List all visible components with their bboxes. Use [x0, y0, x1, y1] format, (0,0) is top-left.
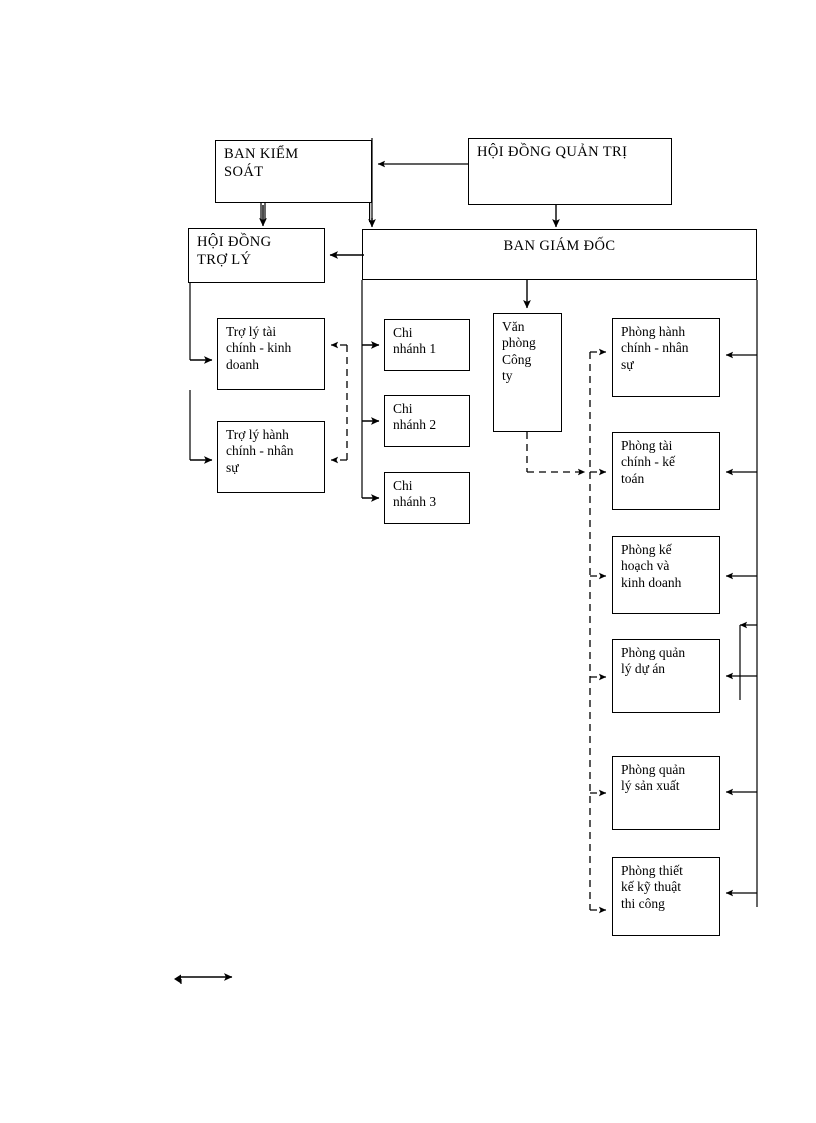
node-phong-quan-ly-san-xuat[interactable]: Phòng quản lý sản xuất: [612, 756, 720, 830]
node-chi-nhanh-2[interactable]: Chi nhánh 2: [384, 395, 470, 447]
node-chi-nhanh-1[interactable]: Chi nhánh 1: [384, 319, 470, 371]
node-phong-quan-ly-du-an[interactable]: Phòng quản lý dự án: [612, 639, 720, 713]
node-phong-thiet-ke[interactable]: Phòng thiết kế kỹ thuật thi công: [612, 857, 720, 936]
node-phong-ke-hoach[interactable]: Phòng kế hoạch và kinh doanh: [612, 536, 720, 614]
node-chi-nhanh-3[interactable]: Chi nhánh 3: [384, 472, 470, 524]
node-tro-ly-hanh-chinh[interactable]: Trợ lý hành chính - nhân sự: [217, 421, 325, 493]
node-phong-tai-chinh[interactable]: Phòng tài chính - kế toán: [612, 432, 720, 510]
node-ban-kiem-soat[interactable]: BAN KIỂM SOÁT: [215, 140, 372, 203]
node-tro-ly-tai-chinh[interactable]: Trợ lý tài chính - kinh doanh: [217, 318, 325, 390]
node-hoi-dong-tro-ly[interactable]: HỘI ĐỒNG TRỢ LÝ: [188, 228, 325, 283]
node-van-phong-cong-ty[interactable]: Văn phòng Công ty: [493, 313, 562, 432]
node-phong-hanh-chinh[interactable]: Phòng hành chính - nhân sự: [612, 318, 720, 397]
legend-arrow: [174, 973, 233, 984]
node-ban-giam-doc[interactable]: BAN GIÁM ĐỐC: [362, 229, 757, 280]
node-hoi-dong-quan-tri[interactable]: HỘI ĐỒNG QUẢN TRỊ: [468, 138, 672, 205]
